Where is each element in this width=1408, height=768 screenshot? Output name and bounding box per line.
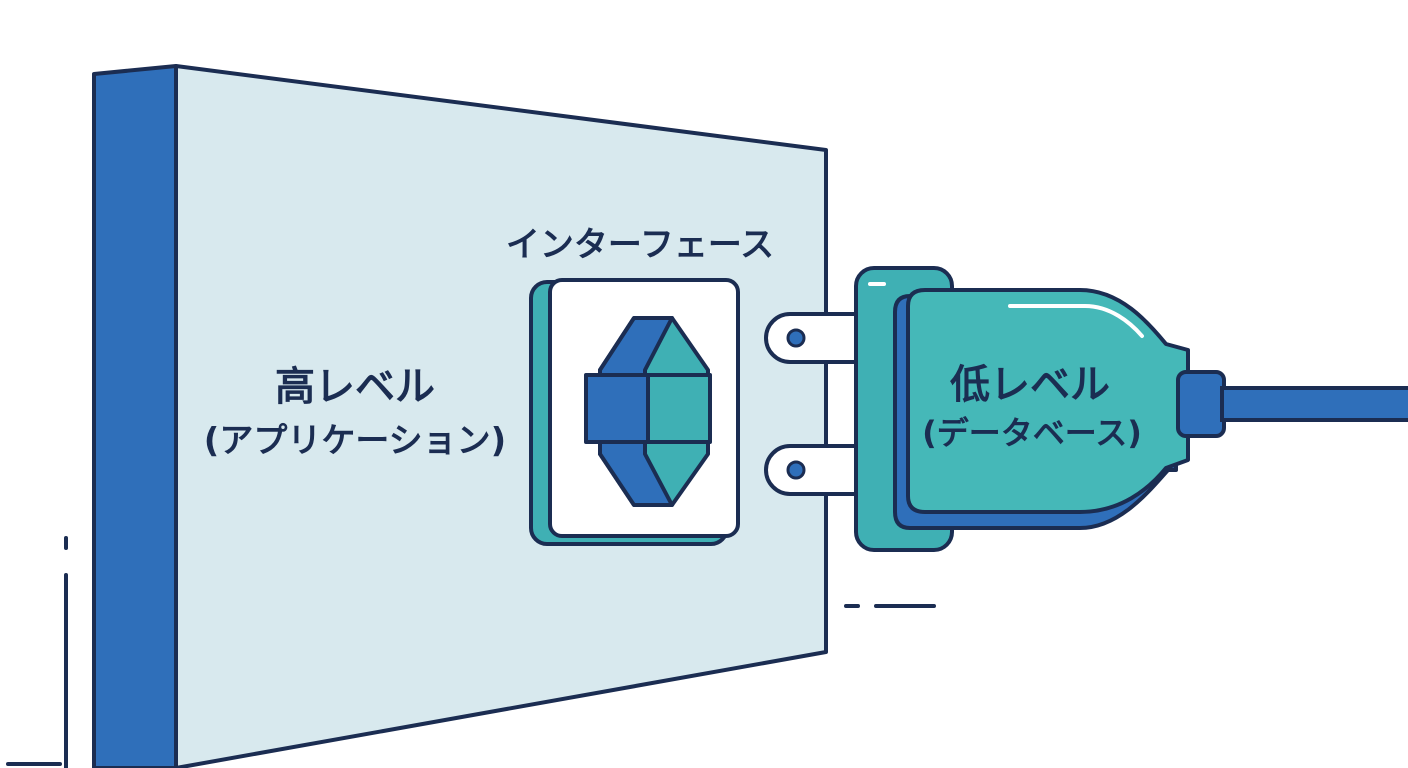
plug-prongs bbox=[764, 312, 864, 496]
wall-side bbox=[92, 64, 178, 768]
interface-label: インターフェース bbox=[506, 225, 774, 265]
low-level-title: 低レベル bbox=[950, 362, 1110, 408]
power-plug-icon bbox=[764, 266, 1408, 552]
hexagon-socket-icon bbox=[529, 278, 740, 546]
application-wall bbox=[92, 64, 828, 768]
high-level-title: 高レベル bbox=[275, 364, 435, 410]
motion-lines-left bbox=[6, 536, 68, 768]
low-level-subtitle: (データベース) bbox=[922, 414, 1142, 452]
high-level-subtitle: (アプリケーション) bbox=[204, 421, 506, 461]
wall-face bbox=[174, 64, 828, 768]
